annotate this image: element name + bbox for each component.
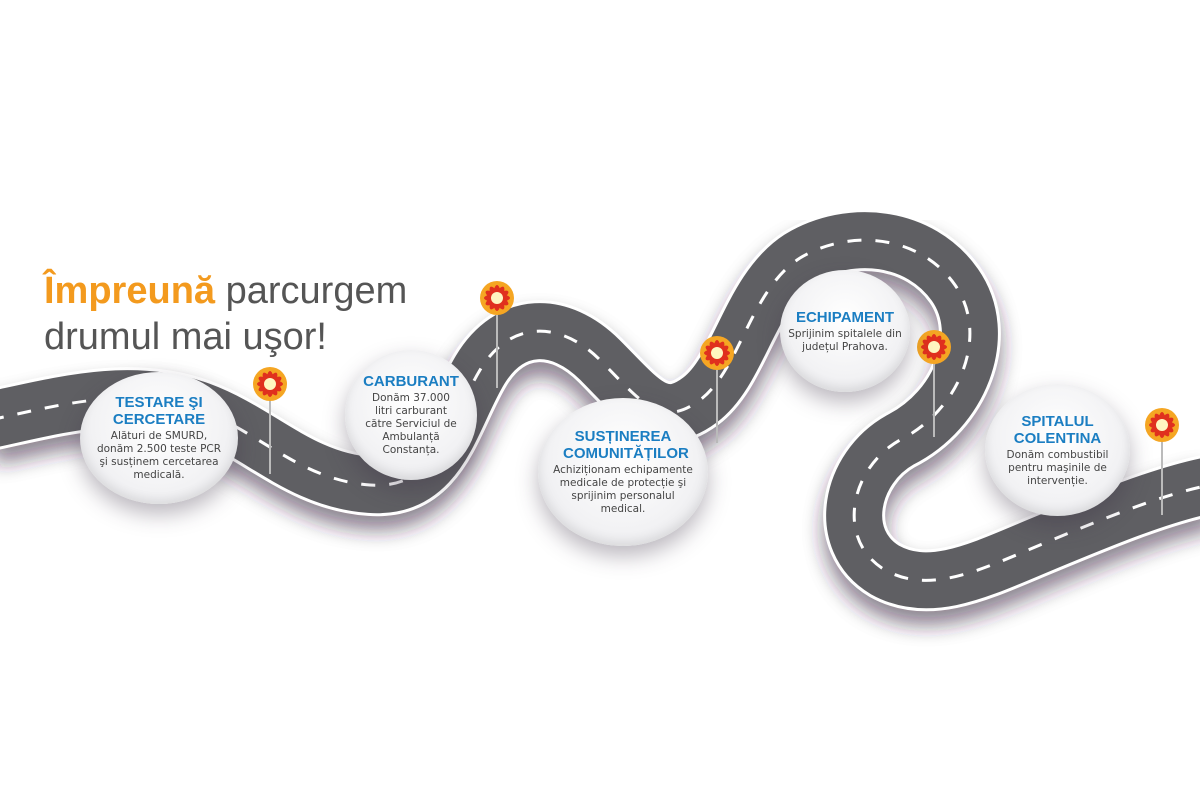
milestone-echipament: ECHIPAMENT Sprijinim spitalele din județ…	[780, 270, 910, 392]
milestone-testare: TESTARE ŞI CERCETARE Alături de SMURD, d…	[80, 372, 238, 504]
flower-marker-icon	[916, 329, 952, 437]
milestone-title: ECHIPAMENT	[795, 308, 895, 326]
milestone-text: Achiziționam echipamente medicale de pro…	[553, 464, 693, 515]
milestone-sustinerea: SUSȚINEREA COMUNITĂȚILOR Achiziționam ec…	[538, 398, 708, 546]
flower-marker-icon	[699, 335, 735, 443]
flower-marker-icon	[252, 366, 288, 474]
title-line1: parcurgem	[215, 270, 408, 312]
flower-marker-icon	[479, 280, 515, 388]
milestone-text: Donăm 37.000 litri carburant către Servi…	[365, 392, 457, 456]
title-highlight: Împreună	[44, 270, 216, 312]
milestone-carburant: CARBURANT Donăm 37.000 litri carburant c…	[345, 350, 477, 480]
milestone-text: Sprijinim spitalele din județul Prahova.	[788, 327, 902, 353]
milestone-title: SPITALUL COLENTINA	[1013, 412, 1102, 447]
milestone-text: Alături de SMURD, donăm 2.500 teste PCR …	[96, 430, 222, 481]
title-line2: drumul mai uşor!	[44, 316, 327, 358]
milestone-title: SUSȚINEREA COMUNITĂȚILOR	[563, 428, 689, 462]
milestone-text: Donăm combustibil pentru maşinile de int…	[1006, 448, 1109, 487]
flower-marker-icon	[1144, 407, 1180, 515]
page-title: Împreună parcurgem drumul mai uşor!	[44, 268, 407, 360]
milestone-title: CARBURANT	[363, 373, 459, 390]
milestone-title: TESTARE ŞI CERCETARE	[112, 394, 206, 428]
milestone-colentina: SPITALUL COLENTINA Donăm combustibil pen…	[985, 384, 1130, 516]
